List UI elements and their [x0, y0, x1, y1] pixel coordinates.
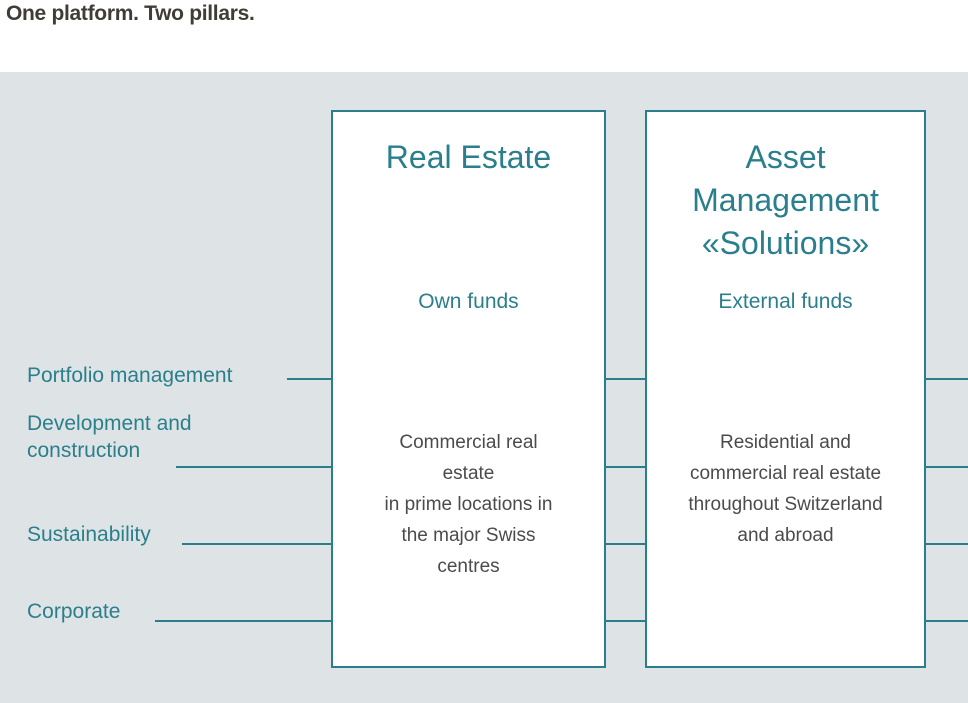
- connector-line-sustainability-left: [182, 543, 333, 545]
- pillar-subtitle-asset-management: External funds: [718, 290, 853, 313]
- connector-line-corporate-left: [155, 620, 333, 622]
- page-title: One platform. Two pillars.: [6, 2, 255, 25]
- pillar-body-asset-management: Residential and commercial real estate t…: [688, 432, 883, 546]
- pillar-body-real-estate: Commercial real estate in prime location…: [384, 432, 553, 577]
- connector-line-development-left: [176, 466, 333, 468]
- pillar-title-asset-management: Asset Management «Solutions»: [692, 139, 879, 261]
- connector-line-corporate-right: [924, 620, 968, 622]
- connector-line-portfolio-left: [287, 378, 333, 380]
- pillar-card-asset-management[interactable]: Asset Management «Solutions» External fu…: [645, 110, 926, 668]
- category-label-portfolio-management: Portfolio management: [27, 364, 233, 387]
- connector-line-sustainability-right: [924, 543, 968, 545]
- category-label-corporate: Corporate: [27, 600, 121, 623]
- connector-line-development-right: [924, 466, 968, 468]
- pillar-subtitle-real-estate: Own funds: [418, 290, 519, 313]
- pillar-title-real-estate: Real Estate: [385, 139, 552, 175]
- category-label-sustainability: Sustainability: [27, 523, 151, 546]
- category-label-development-and-construction: Development and construction: [27, 412, 192, 462]
- pillar-card-real-estate[interactable]: Real Estate Own funds Commercial real es…: [331, 110, 606, 668]
- connector-line-development-mid: [604, 466, 647, 468]
- connector-line-corporate-mid: [604, 620, 647, 622]
- connector-line-portfolio-right: [924, 378, 968, 380]
- connector-line-portfolio-mid: [604, 378, 647, 380]
- connector-line-sustainability-mid: [604, 543, 647, 545]
